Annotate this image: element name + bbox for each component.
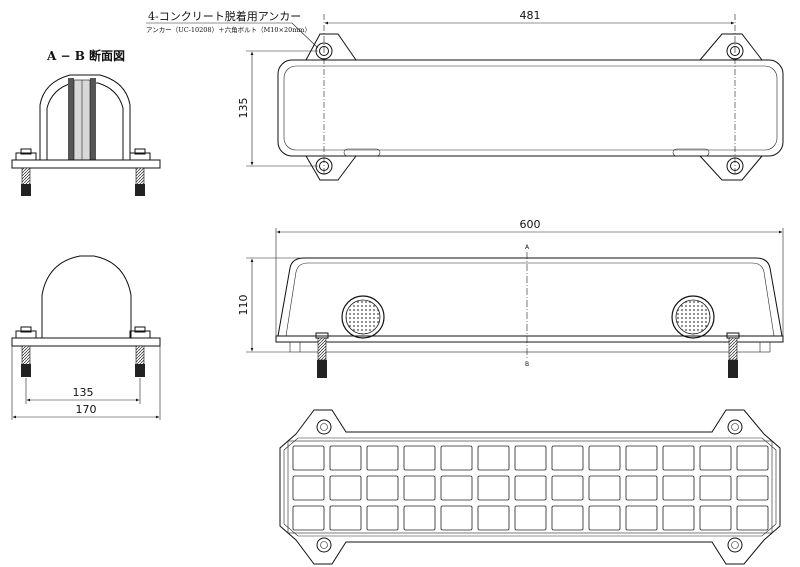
grid-cell — [329, 445, 362, 471]
dim-side-width: 600 — [520, 218, 541, 231]
grid-cell — [625, 445, 658, 471]
grid-cell — [477, 475, 510, 501]
end-view: 135 170 — [11, 255, 161, 420]
grid-cell — [440, 505, 473, 531]
grid-cell — [699, 445, 732, 471]
grid-cell — [440, 445, 473, 471]
grid-cell — [736, 445, 769, 471]
section-view — [11, 74, 161, 196]
grid-cell — [514, 445, 547, 471]
grid-cell — [292, 445, 325, 471]
grid-cell — [514, 505, 547, 531]
grid-cell — [736, 475, 769, 501]
grid-cell — [588, 475, 621, 501]
section-title: A − B 断面図 — [46, 48, 125, 63]
dim-side-height: 110 — [237, 295, 250, 316]
dim-section-inner: 135 — [73, 386, 94, 399]
section-marker-b: B — [525, 361, 529, 368]
bottom-view — [279, 409, 781, 565]
top-view: 481 135 — [237, 9, 784, 181]
grid-cell — [588, 505, 621, 531]
side-view: A B 600 110 — [237, 218, 784, 378]
grid-cell — [403, 445, 436, 471]
grid-cell — [477, 445, 510, 471]
grid-cell — [366, 475, 399, 501]
grid-cell — [736, 505, 769, 531]
grid-cell — [292, 505, 325, 531]
grid-cell — [440, 475, 473, 501]
grid-cell — [662, 505, 695, 531]
grid-cell — [662, 445, 695, 471]
grid-cell — [625, 475, 658, 501]
grid-cell — [699, 475, 732, 501]
dim-top-width: 481 — [520, 9, 541, 22]
grid-cell — [366, 505, 399, 531]
dim-section-outer: 170 — [76, 403, 97, 416]
grid-cell — [551, 505, 584, 531]
grid-cell — [329, 475, 362, 501]
section-marker-a: A — [525, 244, 530, 251]
grid-cell — [551, 475, 584, 501]
grid-cell — [625, 505, 658, 531]
grid-cell — [403, 505, 436, 531]
grid-cell — [662, 475, 695, 501]
dim-top-height: 135 — [237, 98, 250, 119]
grid-cell — [551, 445, 584, 471]
grid-cell — [292, 475, 325, 501]
anchor-title: 4-コンクリート脱着用アンカー — [148, 9, 301, 23]
grid-cell — [329, 505, 362, 531]
grid-cell — [366, 445, 399, 471]
anchor-detail: アンカー（UC-10208）＋六角ボルト（M10×20mm） — [146, 25, 311, 34]
grid-cell — [699, 505, 732, 531]
grid-cell — [514, 475, 547, 501]
grid-cell — [588, 445, 621, 471]
grid-cell — [477, 505, 510, 531]
grid-cell — [403, 475, 436, 501]
